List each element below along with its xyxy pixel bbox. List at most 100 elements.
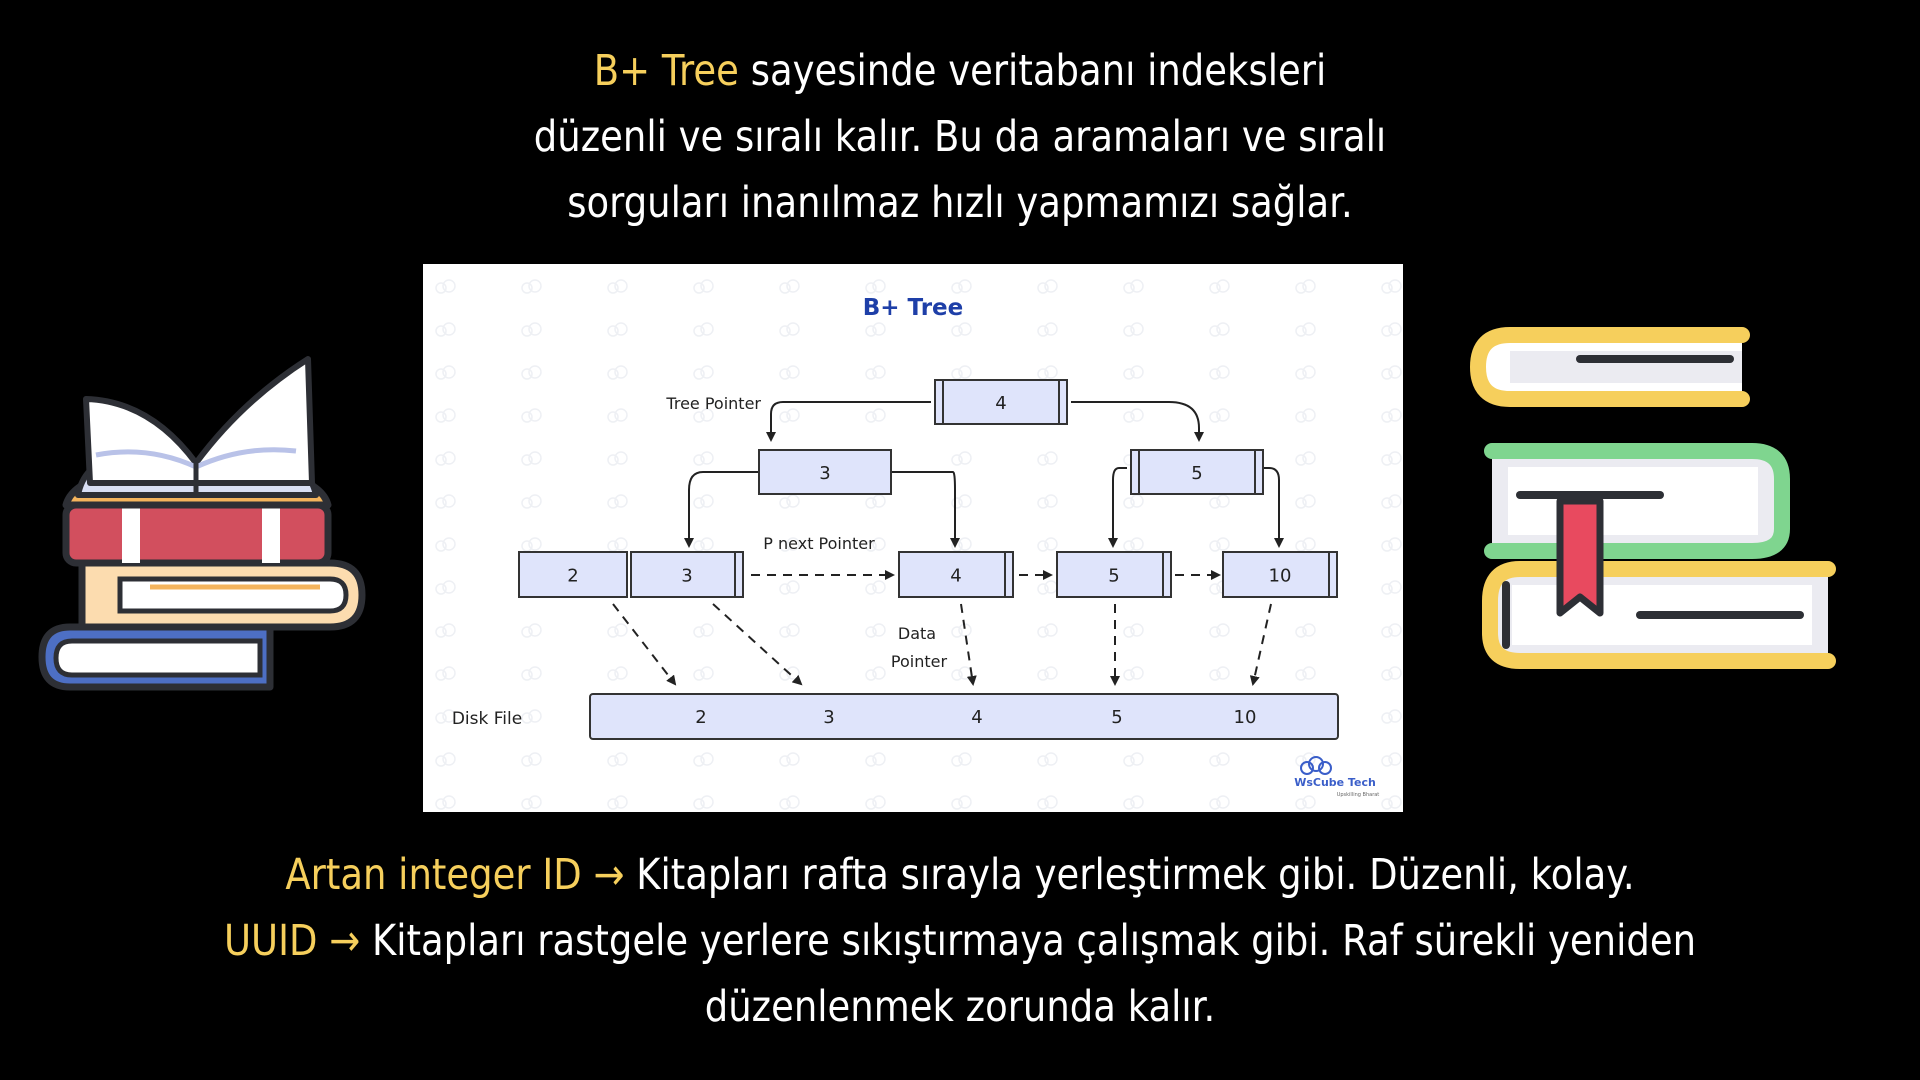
watermark-mark <box>1381 798 1393 810</box>
watermark-mark <box>693 454 705 466</box>
watermark-mark <box>1209 669 1221 681</box>
watermark-mark <box>435 798 447 810</box>
watermark-mark <box>958 451 972 465</box>
watermark-mark <box>528 494 542 508</box>
watermark-mark <box>951 325 963 337</box>
watermark-mark <box>1216 795 1230 809</box>
watermark-mark <box>1209 325 1221 337</box>
root-node-box <box>934 379 1068 425</box>
watermark-mark <box>607 411 619 423</box>
watermark-mark <box>1209 368 1221 380</box>
watermark-mark <box>1388 494 1402 508</box>
watermark-mark <box>1037 454 1049 466</box>
watermark-mark <box>700 322 714 336</box>
watermark-mark <box>1381 626 1393 638</box>
label-p-next-pointer: P next Pointer <box>763 534 875 553</box>
leaf-node-3-box <box>630 551 744 598</box>
watermark-mark <box>1037 755 1049 767</box>
watermark-mark <box>1388 322 1402 336</box>
watermark-mark <box>1295 325 1307 337</box>
watermark-mark <box>1295 368 1307 380</box>
watermark-mark <box>614 666 628 680</box>
label-tree-pointer: Tree Pointer <box>665 394 761 413</box>
watermark-mark <box>700 752 714 766</box>
watermark-mark <box>1388 623 1402 637</box>
watermark-mark <box>951 282 963 294</box>
leaf-node-10-box <box>1222 551 1338 598</box>
intro-line-1: B+ Tree sayesinde veritabanı indeksleri <box>444 38 1476 104</box>
watermark-mark <box>442 322 456 336</box>
comparison-row-1-highlight: Artan integer ID → <box>285 850 625 900</box>
watermark-mark <box>1295 540 1307 552</box>
intro-text: B+ Tree sayesinde veritabanı indeksleri … <box>444 38 1476 236</box>
watermark-mark <box>1037 368 1049 380</box>
disk-key-3: 3 <box>823 707 834 728</box>
watermark-mark <box>521 669 533 681</box>
watermark-mark <box>779 325 791 337</box>
watermark-mark <box>1388 752 1402 766</box>
watermark-mark <box>1216 365 1230 379</box>
watermark-mark <box>865 368 877 380</box>
watermark-mark <box>865 755 877 767</box>
leaf-node-3: 3 <box>630 551 744 598</box>
watermark-mark <box>1130 365 1144 379</box>
watermark-mark <box>958 752 972 766</box>
leaf-node-4: 4 <box>898 551 1014 598</box>
watermark-mark <box>521 454 533 466</box>
watermark-mark <box>1295 669 1307 681</box>
disk-key-2: 2 <box>695 707 706 728</box>
watermark-mark <box>528 752 542 766</box>
watermark-mark <box>693 669 705 681</box>
watermark-mark <box>700 279 714 293</box>
watermark-mark <box>786 322 800 336</box>
data-pointer-2 <box>612 603 677 686</box>
watermark-mark <box>1302 451 1316 465</box>
watermark-mark <box>786 795 800 809</box>
watermark-mark <box>442 408 456 422</box>
watermark-mark <box>872 666 886 680</box>
b-plus-tree-diagram: B+ Tree Tree Pointer P next Pointer Data… <box>423 264 1403 812</box>
watermark-mark <box>614 795 628 809</box>
leaf-node-5: 5 <box>1056 551 1172 598</box>
watermark-mark <box>1209 411 1221 423</box>
watermark-mark <box>435 282 447 294</box>
leaf-node-5-key: 5 <box>1108 566 1119 587</box>
watermark-mark <box>865 411 877 423</box>
intro-highlight: B+ Tree <box>593 46 739 96</box>
arrow-5-to-leaf-10 <box>1263 467 1284 548</box>
comparison-row-3: düzenlenmek zorunda kalır. <box>704 982 1216 1032</box>
watermark-mark <box>1044 365 1058 379</box>
watermark-mark <box>607 755 619 767</box>
watermark-mark <box>442 537 456 551</box>
watermark-mark <box>1123 669 1135 681</box>
watermark-mark <box>1302 537 1316 551</box>
watermark-mark <box>951 755 963 767</box>
watermark-mark <box>1130 666 1144 680</box>
watermark-mark <box>1130 795 1144 809</box>
root-node-key: 4 <box>995 393 1006 414</box>
book-stack-bookmark-icon <box>1460 325 1840 689</box>
watermark-mark <box>693 798 705 810</box>
watermark-mark <box>521 798 533 810</box>
watermark-mark <box>607 454 619 466</box>
watermark-mark <box>521 755 533 767</box>
watermark-mark <box>1295 282 1307 294</box>
watermark-mark <box>1302 365 1316 379</box>
watermark-mark <box>865 626 877 638</box>
watermark-mark <box>1302 279 1316 293</box>
watermark-mark <box>1123 325 1135 337</box>
watermark-mark <box>1209 282 1221 294</box>
watermark-mark <box>786 580 800 594</box>
arrow-5-to-leaf-5 <box>1108 467 1127 548</box>
arrow-root-to-5 <box>1071 401 1204 442</box>
arrow-3-to-leaf-4 <box>891 471 960 548</box>
watermark-mark <box>1388 365 1402 379</box>
disk-key-10: 10 <box>1234 707 1257 728</box>
watermark-mark <box>1381 755 1393 767</box>
watermark-mark <box>958 365 972 379</box>
arrow-root-to-3 <box>766 401 931 442</box>
watermark-mark <box>521 626 533 638</box>
watermark-mark <box>1130 752 1144 766</box>
watermark-mark <box>1381 411 1393 423</box>
watermark-mark <box>1216 408 1230 422</box>
